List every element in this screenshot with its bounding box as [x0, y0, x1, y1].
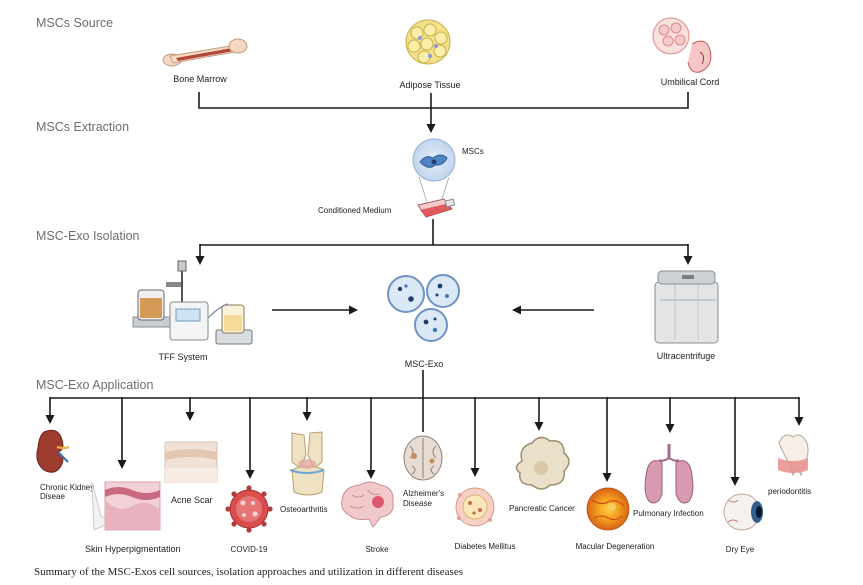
- knee-joint-icon: [289, 431, 325, 496]
- application-arrows: [45, 397, 804, 486]
- disease-label-alzheimers: Alzheimer's: [403, 489, 444, 498]
- disease-label-acne-scar: Acne Scar: [171, 495, 213, 505]
- source-label-adipose-tissue: Adipose Tissue: [399, 80, 460, 90]
- brain-stroke-icon: [341, 481, 394, 528]
- kidney-icon: [36, 429, 70, 473]
- disease-label-periodontitis: periodontitis: [768, 487, 811, 496]
- disease-label-pancreatic-cancer: Pancreatic Cancer: [509, 504, 575, 513]
- pancreatic-cancer-cell-icon: [515, 436, 570, 490]
- lungs-icon: [644, 444, 694, 504]
- section-title-extraction: MSCs Extraction: [36, 120, 129, 134]
- ultracentrifuge-icon: [654, 270, 719, 344]
- disease-label-chronic-kidney-line2: Diseae: [40, 492, 65, 501]
- source-label-bone-marrow: Bone Marrow: [173, 74, 227, 84]
- mscs-label: MSCs: [462, 147, 484, 156]
- ultracentrifuge-label: Ultracentrifuge: [657, 351, 716, 361]
- acne-scar-icon: [164, 441, 218, 483]
- retina-icon: [586, 487, 630, 531]
- section-title-source: MSCs Source: [36, 16, 113, 30]
- application-connector-lines: [50, 370, 799, 399]
- culture-flask-icon: [417, 198, 456, 218]
- source-label-umbilical-cord: Umbilical Cord: [661, 77, 720, 87]
- disease-label-skin-hyperpigmentation: Skin Hyperpigmentation: [85, 544, 181, 554]
- mscs-cell-icon: [412, 138, 456, 203]
- conditioned-medium-label: Conditioned Medium: [318, 206, 392, 215]
- eyeball-icon: [723, 493, 763, 531]
- alzheimers-brain-icon: [403, 435, 443, 481]
- tff-system-label: TFF System: [159, 352, 208, 362]
- msc-exo-label: MSC-Exo: [405, 359, 444, 369]
- tooth-icon: [778, 434, 809, 477]
- disease-label-pulmonary-infection: Pulmonary Infection: [633, 509, 704, 518]
- msc-exo-vesicles-icon: [387, 274, 460, 342]
- figure-caption: Summary of the MSC-Exos cell sources, is…: [34, 566, 464, 578]
- disease-label-dry-eye: Dry Eye: [726, 545, 755, 554]
- adipose-tissue-icon: [405, 19, 451, 65]
- source-connector-lines: [198, 92, 689, 109]
- section-title-isolation: MSC-Exo Isolation: [36, 229, 140, 243]
- disease-label-osteoarthritis: Osteoarthritis: [280, 505, 328, 514]
- isolation-connector-lines: [200, 219, 688, 246]
- disease-label-chronic-kidney: Chronic Kidney: [40, 483, 94, 492]
- disease-label-stroke: Stroke: [365, 545, 389, 554]
- section-title-application: MSC-Exo Application: [36, 378, 153, 392]
- disease-label-covid: COVID-19: [231, 545, 268, 554]
- bone-marrow-icon: [162, 38, 248, 67]
- tff-system-icon: [132, 260, 253, 345]
- skin-hyperpigmentation-icon: [91, 481, 161, 531]
- disease-label-macular-degeneration: Macular Degeneration: [576, 542, 655, 551]
- umbilical-cord-icon: [652, 17, 712, 73]
- covid-virus-icon: [225, 485, 273, 533]
- pancreatic-islet-icon: [455, 487, 495, 527]
- disease-label-diabetes: Diabetes Mellitus: [455, 542, 516, 551]
- disease-label-alzheimers-line2: Disease: [403, 499, 432, 508]
